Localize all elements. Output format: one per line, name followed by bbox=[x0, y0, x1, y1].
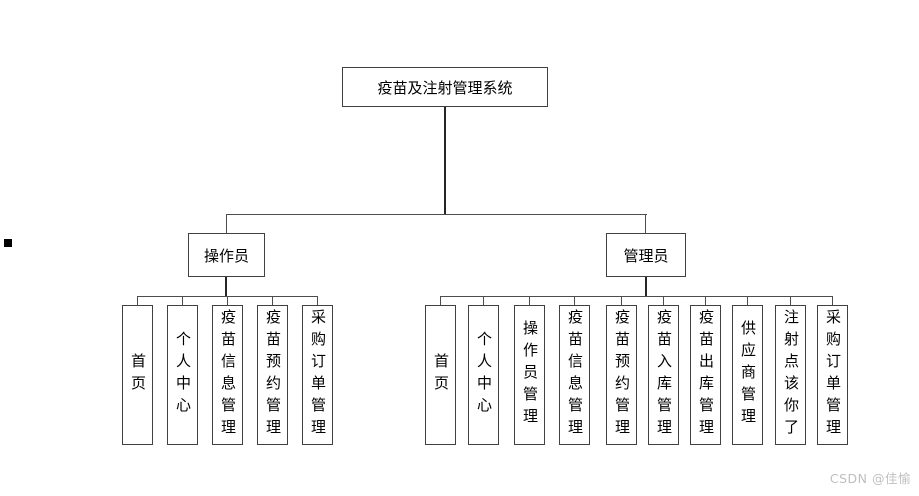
node-admin-label: 管理员 bbox=[623, 246, 669, 265]
watermark-text: CSDN @佳愉 bbox=[829, 471, 911, 486]
node-root: 疫苗及注射管理系统 bbox=[342, 67, 548, 107]
connector-operator-stem bbox=[225, 277, 227, 296]
connector-leaf-stub bbox=[621, 296, 622, 305]
node-leaf: 个人中心 bbox=[167, 305, 198, 445]
node-leaf-label: 个人中心 bbox=[475, 331, 493, 419]
node-leaf-label: 采购订单管理 bbox=[824, 309, 842, 441]
connector-leaf-stub bbox=[483, 296, 484, 305]
node-leaf-label: 采购订单管理 bbox=[309, 309, 327, 441]
node-leaf-label: 疫苗入库管理 bbox=[655, 309, 673, 441]
connector-operator-drop bbox=[226, 214, 227, 233]
node-leaf-label: 疫苗预约管理 bbox=[264, 309, 282, 441]
node-leaf: 疫苗信息管理 bbox=[212, 305, 243, 445]
node-leaf: 首页 bbox=[122, 305, 153, 445]
connector-leaf-stub bbox=[272, 296, 273, 305]
connector-leaf-stub bbox=[440, 296, 441, 305]
node-leaf-label: 个人中心 bbox=[174, 331, 192, 419]
node-leaf-label: 疫苗信息管理 bbox=[219, 309, 237, 441]
node-leaf: 采购订单管理 bbox=[302, 305, 333, 445]
connector-admin-stem bbox=[645, 277, 647, 296]
connector-root-stem bbox=[444, 107, 446, 214]
node-operator: 操作员 bbox=[188, 233, 265, 277]
node-leaf-label: 供应商管理 bbox=[739, 320, 757, 430]
node-operator-label: 操作员 bbox=[203, 246, 249, 265]
node-admin: 管理员 bbox=[606, 233, 686, 277]
node-leaf: 首页 bbox=[425, 305, 456, 445]
node-leaf: 个人中心 bbox=[468, 305, 499, 445]
connector-leaf-stub bbox=[574, 296, 575, 305]
connector-leaf-stub bbox=[529, 296, 530, 305]
node-leaf-label: 疫苗出库管理 bbox=[697, 309, 715, 441]
node-leaf: 疫苗信息管理 bbox=[559, 305, 590, 445]
connector-leaf-stub bbox=[832, 296, 833, 305]
connector-admin-horizontal bbox=[440, 296, 833, 297]
node-leaf-label: 疫苗预约管理 bbox=[613, 309, 631, 441]
node-leaf: 疫苗预约管理 bbox=[606, 305, 637, 445]
node-leaf-label: 首页 bbox=[432, 353, 450, 397]
connector-leaf-stub bbox=[747, 296, 748, 305]
connector-admin-drop bbox=[645, 214, 646, 233]
node-root-label: 疫苗及注射管理系统 bbox=[377, 78, 513, 97]
node-leaf-label: 疫苗信息管理 bbox=[566, 309, 584, 441]
connector-leaf-stub bbox=[317, 296, 318, 305]
connector-leaf-stub bbox=[663, 296, 664, 305]
node-leaf: 注射点该你了 bbox=[775, 305, 806, 445]
connector-leaf-stub bbox=[182, 296, 183, 305]
connector-leaf-stub bbox=[790, 296, 791, 305]
node-leaf-label: 操作员管理 bbox=[521, 320, 539, 430]
node-leaf: 供应商管理 bbox=[732, 305, 763, 445]
node-leaf: 疫苗入库管理 bbox=[648, 305, 679, 445]
stray-bullet-marker bbox=[4, 239, 12, 247]
connector-leaf-stub bbox=[227, 296, 228, 305]
connector-main-horizontal bbox=[226, 214, 647, 215]
node-leaf: 采购订单管理 bbox=[817, 305, 848, 445]
node-leaf: 操作员管理 bbox=[514, 305, 545, 445]
node-leaf-label: 首页 bbox=[129, 353, 147, 397]
connector-leaf-stub bbox=[705, 296, 706, 305]
node-leaf: 疫苗预约管理 bbox=[257, 305, 288, 445]
node-leaf-label: 注射点该你了 bbox=[782, 309, 800, 441]
node-leaf: 疫苗出库管理 bbox=[690, 305, 721, 445]
connector-leaf-stub bbox=[137, 296, 138, 305]
